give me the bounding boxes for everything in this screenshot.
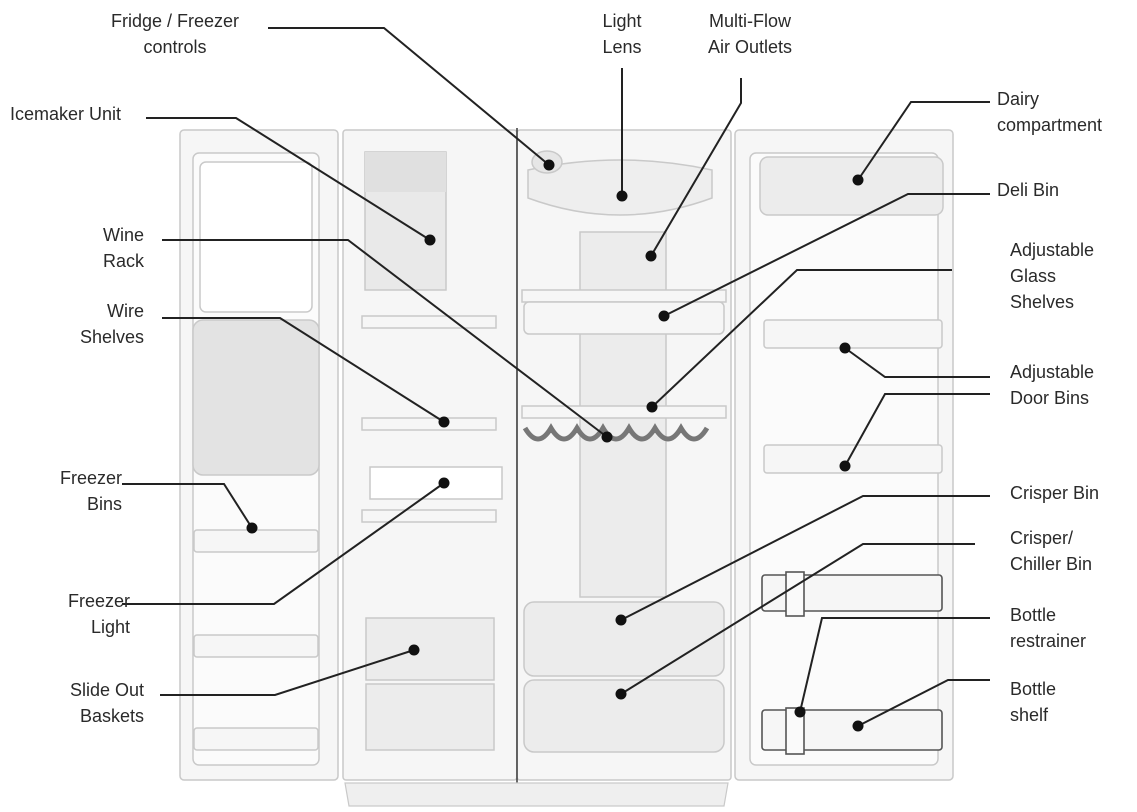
- dot-crisper-bin: [615, 614, 627, 626]
- door-bin-2: [763, 444, 943, 474]
- leader-freezer-light: [122, 482, 445, 605]
- crisper-chiller-bin: [523, 679, 725, 753]
- dot-dairy-compartment: [852, 174, 864, 186]
- dot-deli-bin: [658, 310, 670, 322]
- dairy-compartment: [759, 156, 944, 216]
- label-deli-bin: Deli Bin: [997, 180, 1060, 200]
- bottle-restrainer-2: [785, 707, 805, 755]
- dot-fridge-freezer-controls: [543, 159, 555, 171]
- leader-wire-shelves: [162, 317, 445, 423]
- ice-dispenser-recess: [199, 161, 313, 313]
- dot-adjustable-glass-shelves: [646, 401, 658, 413]
- leader-icemaker-unit: [146, 117, 431, 241]
- label-bottle-shelf: Bottle shelf: [1010, 679, 1057, 725]
- light-lens: [527, 159, 713, 216]
- leader-slide-out-baskets: [160, 649, 415, 696]
- label-slide-out-baskets: Slide Out Baskets: [69, 680, 144, 726]
- base-plinth: [344, 782, 729, 807]
- dot-light-lens: [616, 190, 628, 202]
- leader-multi-flow-air-outlets: [650, 78, 742, 257]
- dot-bottle-shelf: [852, 720, 864, 732]
- label-bottle-restrainer: Bottle restrainer: [1010, 605, 1087, 651]
- slide-out-basket-2: [365, 683, 495, 751]
- dot-adjustable-door-bins-2: [839, 460, 851, 472]
- label-icemaker-unit: Icemaker Unit: [10, 104, 122, 124]
- glass-shelf-2: [521, 405, 727, 419]
- dot-bottle-restrainer: [794, 706, 806, 718]
- freezer-door-bin-3: [193, 727, 319, 751]
- dot-wire-shelves: [438, 416, 450, 428]
- leader-crisper-bin: [620, 495, 990, 621]
- freezer-door-bin-1: [193, 529, 319, 553]
- label-adjustable-door-bins: Adjustable Door Bins: [1010, 362, 1095, 408]
- leader-bottle-restrainer: [799, 617, 990, 713]
- label-fridge-freezer-controls: Fridge / Freezer controls: [110, 11, 240, 57]
- bottle-restrainer-1: [785, 571, 805, 617]
- leader-crisper-chiller-bin: [620, 543, 975, 695]
- leader-deli-bin: [663, 193, 990, 317]
- leader-adjustable-door-bins-2: [844, 393, 990, 467]
- leader-adjustable-door-bins-1: [844, 347, 990, 378]
- label-light-lens: Light Lens: [602, 11, 642, 57]
- leader-freezer-bins: [122, 483, 253, 529]
- label-crisper-bin: Crisper Bin: [1010, 483, 1100, 503]
- label-multi-flow-air-outlets: Multi-Flow Air Outlets: [707, 11, 793, 57]
- dot-adjustable-door-bins-1: [839, 342, 851, 354]
- wire-shelf-3: [361, 509, 497, 523]
- wire-shelf-2: [361, 417, 497, 431]
- leader-fridge-freezer-controls: [268, 27, 550, 166]
- leader-dairy-compartment: [857, 101, 990, 181]
- wine-rack: [522, 423, 710, 442]
- dot-wine-rack: [601, 431, 613, 443]
- door-bin-3: [761, 574, 943, 612]
- freezer-light-housing: [369, 466, 503, 500]
- leader-wine-rack: [162, 239, 608, 438]
- label-freezer-light: Freezer Light: [67, 591, 130, 637]
- dot-freezer-bins: [246, 522, 258, 534]
- dot-freezer-light: [438, 477, 450, 489]
- dot-icemaker-unit: [424, 234, 436, 246]
- label-crisper-chiller-bin: Crisper/ Chiller Bin: [1010, 528, 1093, 574]
- dot-multi-flow-air-outlets: [645, 250, 657, 262]
- label-wine-rack: Wine Rack: [102, 225, 144, 271]
- label-wire-shelves: Wire Shelves: [79, 301, 144, 347]
- label-dairy-compartment: Dairy compartment: [997, 89, 1103, 135]
- bottle-shelf: [761, 709, 943, 751]
- leader-adjustable-glass-shelves: [651, 269, 952, 408]
- label-freezer-bins: Freezer Bins: [59, 468, 122, 514]
- dot-crisper-chiller-bin: [615, 688, 627, 700]
- deli-bin: [523, 301, 725, 335]
- wire-shelf-1: [361, 315, 497, 329]
- crisper-bin: [523, 601, 725, 677]
- door-bin-1: [763, 319, 943, 349]
- dot-slide-out-baskets: [408, 644, 420, 656]
- slide-out-basket-1: [365, 617, 495, 681]
- freezer-door-bin-2: [193, 634, 319, 658]
- leader-bottle-shelf: [857, 679, 990, 727]
- label-adjustable-glass-shelves: Adjustable Glass Shelves: [1010, 240, 1095, 312]
